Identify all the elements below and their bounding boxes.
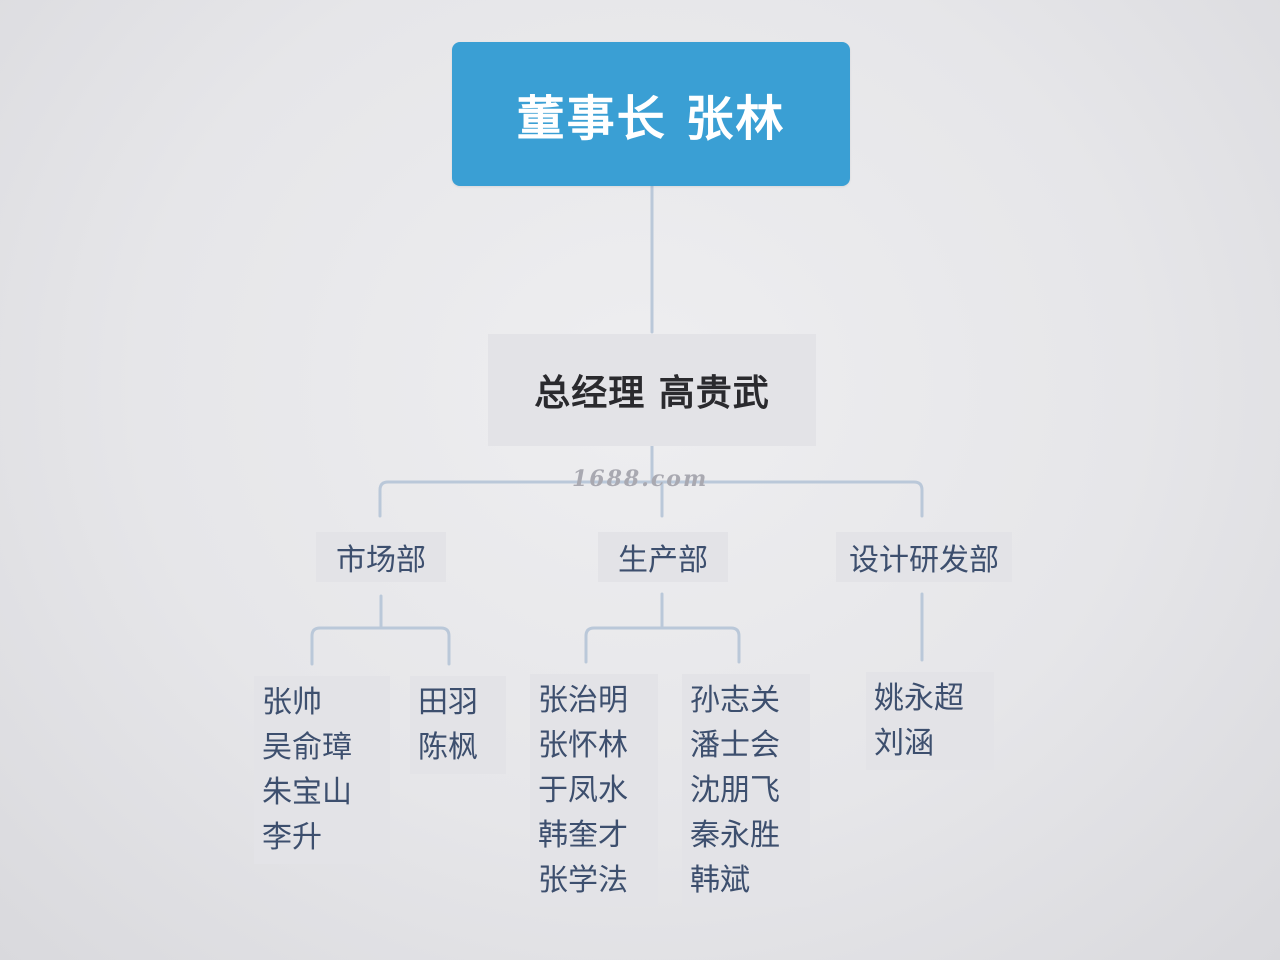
connector-prod-bus bbox=[584, 626, 741, 664]
dept-node-production: 生产部 bbox=[598, 532, 728, 582]
general-manager-node: 总经理 高贵武 bbox=[488, 334, 816, 446]
member-name: 张怀林 bbox=[538, 728, 628, 763]
dept-node-market: 市场部 bbox=[316, 532, 446, 582]
member-list-production-1: 张治明 张怀林 于凤水 韩奎才 张学法 bbox=[530, 674, 658, 907]
member-name: 张学法 bbox=[538, 863, 628, 898]
member-name: 沈朋飞 bbox=[690, 773, 780, 808]
member-name: 刘涵 bbox=[874, 726, 934, 761]
member-name: 秦永胜 bbox=[690, 818, 780, 853]
dept-label: 市场部 bbox=[336, 543, 426, 578]
member-name: 潘士会 bbox=[690, 728, 780, 763]
member-list-production-2: 孙志关 潘士会 沈朋飞 秦永胜 韩斌 bbox=[682, 674, 810, 907]
member-name: 李升 bbox=[262, 820, 322, 855]
member-name: 姚永超 bbox=[874, 681, 964, 716]
watermark: 1688.com bbox=[572, 466, 709, 492]
member-name: 韩斌 bbox=[690, 863, 750, 898]
dept-label: 设计研发部 bbox=[849, 543, 999, 578]
member-name: 孙志关 bbox=[690, 683, 780, 718]
member-list-market-1: 张帅 吴俞璋 朱宝山 李升 bbox=[254, 676, 390, 864]
member-name: 张治明 bbox=[538, 683, 628, 718]
connector-market-bus bbox=[310, 626, 451, 666]
member-name: 于凤水 bbox=[538, 773, 628, 808]
member-list-design-rd: 姚永超 刘涵 bbox=[866, 672, 994, 770]
connector-dept-bus bbox=[378, 480, 924, 518]
chairman-node: 董事长 张林 bbox=[452, 42, 850, 186]
member-list-market-2: 田羽 陈枫 bbox=[410, 676, 506, 774]
member-name: 吴俞璋 bbox=[262, 730, 352, 765]
member-name: 田羽 bbox=[418, 685, 478, 720]
dept-label: 生产部 bbox=[618, 543, 708, 578]
member-name: 张帅 bbox=[262, 685, 322, 720]
chairman-label: 董事长 张林 bbox=[516, 91, 786, 147]
general-manager-label: 总经理 高贵武 bbox=[534, 373, 770, 414]
dept-node-design-rd: 设计研发部 bbox=[836, 532, 1012, 582]
member-name: 韩奎才 bbox=[538, 818, 628, 853]
member-name: 陈枫 bbox=[418, 730, 478, 765]
member-name: 朱宝山 bbox=[262, 775, 352, 810]
